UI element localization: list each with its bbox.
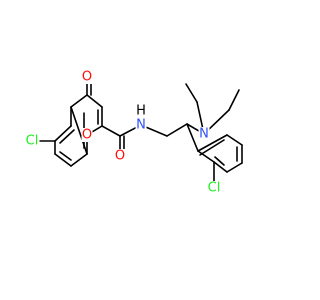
bond-p6-p1	[197, 134, 228, 152]
double-bond-p6-p1	[199, 139, 225, 156]
oxygen-label-carbonyl-background	[81, 70, 93, 84]
hydrogen-label-amide-background	[136, 104, 146, 118]
nitrogen-label-amide-background	[135, 118, 147, 132]
hydrogen-label-amide: H	[136, 104, 146, 119]
chlorine-label-left-background	[24, 134, 40, 148]
bond-c2-carboxamide	[101, 125, 121, 137]
oxygen-label-ring: O	[82, 128, 92, 143]
nitrogen-label-amide: N	[136, 118, 146, 133]
chlorine-label-left: Cl	[26, 134, 39, 149]
oxygen-label-amide-background	[114, 149, 126, 163]
bond-c8-c8a	[70, 153, 88, 167]
double-bond-c7-c8	[59, 151, 72, 161]
bond-c5-c6	[54, 125, 72, 142]
bond-p3-p4	[226, 162, 243, 173]
bond-c4-c3	[86, 94, 103, 108]
chlorine-label-right: Cl	[208, 181, 221, 196]
bond-ethyl2	[228, 89, 240, 111]
bond-ch-phenyl	[186, 123, 199, 152]
bond-ch2-ch	[166, 123, 188, 137]
chlorine-label-right-background	[206, 181, 222, 195]
double-bond-p2-p3	[214, 156, 225, 166]
bond-c4a-c4	[70, 94, 88, 108]
bond-c7-c8	[54, 153, 72, 167]
nitrogen-label-amine-background	[198, 127, 210, 141]
bond-p5-p6	[226, 134, 243, 146]
bond-p2-p3	[213, 161, 228, 173]
double-bond-c5-c6	[59, 129, 75, 144]
bond-p1-p2	[197, 150, 215, 163]
oxygen-label-amide: O	[115, 149, 125, 164]
oxygen-label-carbonyl: O	[82, 70, 92, 85]
bond-lines	[31, 76, 243, 189]
oxygen-label-ring-background	[81, 128, 93, 142]
bond-ethyl1	[185, 83, 198, 103]
nitrogen-label-amine: N	[199, 127, 209, 142]
